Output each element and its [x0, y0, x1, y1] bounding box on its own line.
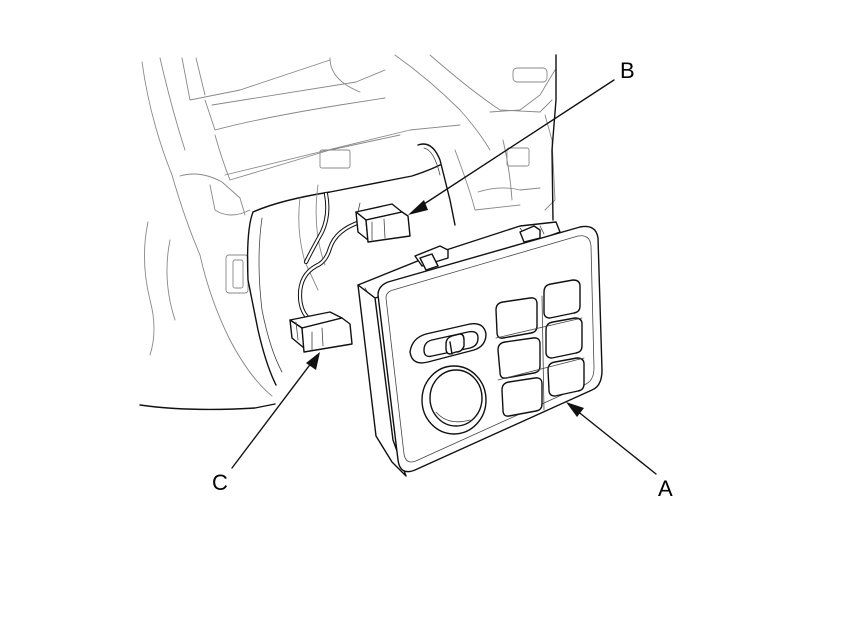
- leader-line-c: [231, 352, 320, 469]
- callout-label-a: A: [658, 476, 673, 501]
- leader-line-a: [566, 402, 657, 475]
- mirror-select-switch: [409, 323, 487, 364]
- callout-label-b: B: [620, 58, 635, 83]
- wire-harness: [297, 191, 363, 321]
- mirror-adjust-knob: [421, 365, 487, 435]
- switch-panel: [357, 221, 603, 477]
- switch-button-grid: [495, 279, 585, 417]
- callout-label-c: C: [212, 470, 228, 495]
- leader-line-b: [408, 79, 615, 215]
- dashboard-lower-panel: [139, 54, 557, 411]
- connector-b: [355, 202, 411, 243]
- connector-c: [289, 311, 353, 353]
